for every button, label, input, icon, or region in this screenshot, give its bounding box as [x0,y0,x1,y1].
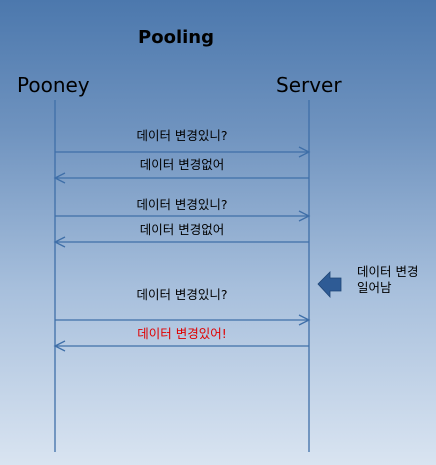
message-label-3: 데이터 변경있니? [136,197,228,212]
message-label-5: 데이터 변경있니? [136,287,228,302]
message-label-1: 데이터 변경있니? [136,128,228,143]
event-note: 데이터 변경 일어남 [357,264,418,296]
message-arrowhead-2 [53,172,66,184]
event-note-line-1: 데이터 변경 [357,264,419,279]
event-note-line-2: 일어남 [357,280,392,295]
message-arrowhead-5 [298,314,311,326]
actor-client-label: Pooney [17,73,90,97]
message-arrowhead-1 [298,146,311,158]
actor-server-label: Server [276,73,342,97]
diagram-title: Pooling [138,27,214,48]
message-arrowhead-4 [53,236,66,248]
message-label-6: 데이터 변경있어! [137,326,227,341]
message-label-4: 데이터 변경없어 [139,222,225,237]
message-arrowhead-6 [53,340,66,352]
event-arrow-icon [317,271,342,299]
message-arrowhead-3 [298,210,311,222]
message-label-2: 데이터 변경없어 [139,157,225,172]
